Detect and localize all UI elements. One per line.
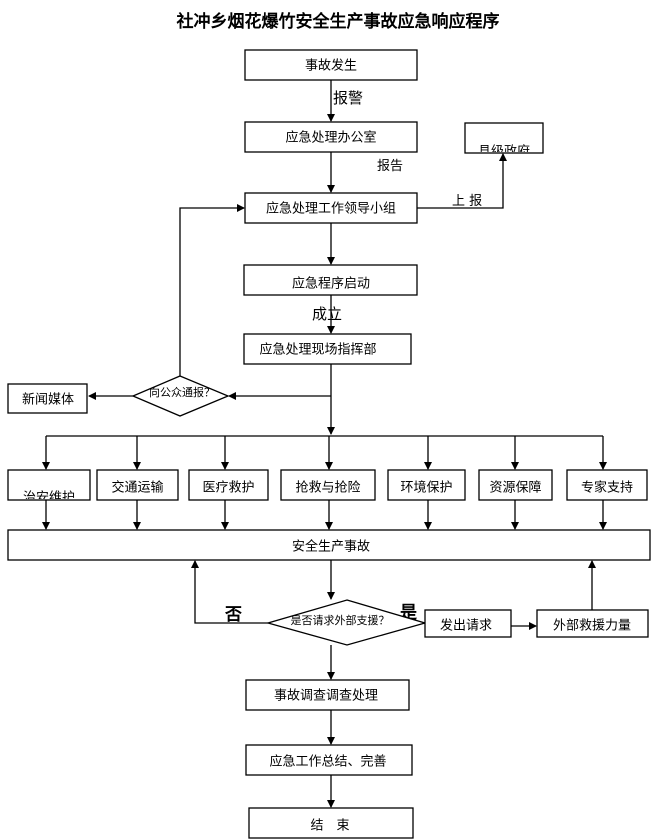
label-report-up: 上 报 [452,194,482,209]
node-label: 环境保护 [400,481,452,496]
label-report: 报告 [377,159,403,174]
label-no: 否 [224,605,242,625]
arrow-no [191,560,268,624]
node-label: 治安维护 [23,491,75,506]
branch-box: 专家支持 [566,469,648,501]
page-title: 社冲乡烟花爆竹安全生产事故应急响应程序 [176,11,500,32]
node-end: 结 束 [248,807,414,839]
node-label: 应急处理工作领导小组 [266,201,396,217]
node-label: 事故调查调查处理 [274,689,378,704]
node-label: 发出请求 [440,618,492,634]
node-summary: 应急工作总结、完善 [245,744,413,776]
branch-box: 医疗救护 [188,469,269,501]
node-label: 结 束 [310,819,349,834]
node-label: 医疗救护 [202,480,254,496]
node-send-request: 发出请求 [424,609,512,638]
decision-public-notice: 向公众通报？ [131,375,230,417]
branch-box: 抢救与抢险 [280,469,376,501]
node-command: 应急处理现场指挥部 [243,333,412,365]
node-label: 交通运输 [111,480,163,496]
node-label: 县级政府 [478,145,530,160]
branch-box: 环境保护 [387,469,466,501]
node-label: 外部救援力量 [553,618,631,634]
node-safety-accident: 安全生产事故 [7,529,651,561]
node-accident: 事故发生 [244,49,418,81]
node-label: 新闻媒体 [22,392,74,408]
label-alarm: 报警 [333,89,363,107]
node-label: 事故发生 [305,58,357,74]
decision-external-support: 是否请求外部支援？ [265,599,428,646]
node-label: 专家支持 [581,480,633,496]
node-label: 应急工作总结、完善 [269,754,386,770]
arrow-group-superior [417,153,507,209]
node-label: 抢救与抢险 [295,480,360,496]
node-media: 新闻媒体 [7,383,88,414]
connectors [42,80,607,808]
node-label: 应急程序启动 [292,276,370,292]
node-external-rescue: 外部救援力量 [536,609,649,638]
node-investigation: 事故调查调查处理 [245,679,410,711]
branch-boxes: 治安维护 交通运输 医疗救护 抢救与抢险 环境保护 资源保障 专家支持 [7,469,648,506]
branch-box: 资源保障 [478,469,553,501]
node-label: 是否请求外部支援？ [291,613,390,627]
label-establish: 成立 [312,305,342,323]
node-label: 应急处理办公室 [285,130,376,146]
branch-box: 治安维护 [7,469,91,506]
arrow-public-feedback [179,204,245,376]
node-label: 向公众通报？ [149,385,215,399]
node-label: 安全生产事故 [292,539,370,555]
node-office: 应急处理办公室 [244,121,418,153]
node-label: 资源保障 [489,481,541,496]
node-start: 应急程序启动 [243,264,418,296]
branch-box: 交通运输 [96,469,179,501]
node-superior: 县级政府 [464,122,544,160]
node-label: 应急处理现场指挥部 [259,342,376,358]
node-leader-group: 应急处理工作领导小组 [244,192,418,224]
